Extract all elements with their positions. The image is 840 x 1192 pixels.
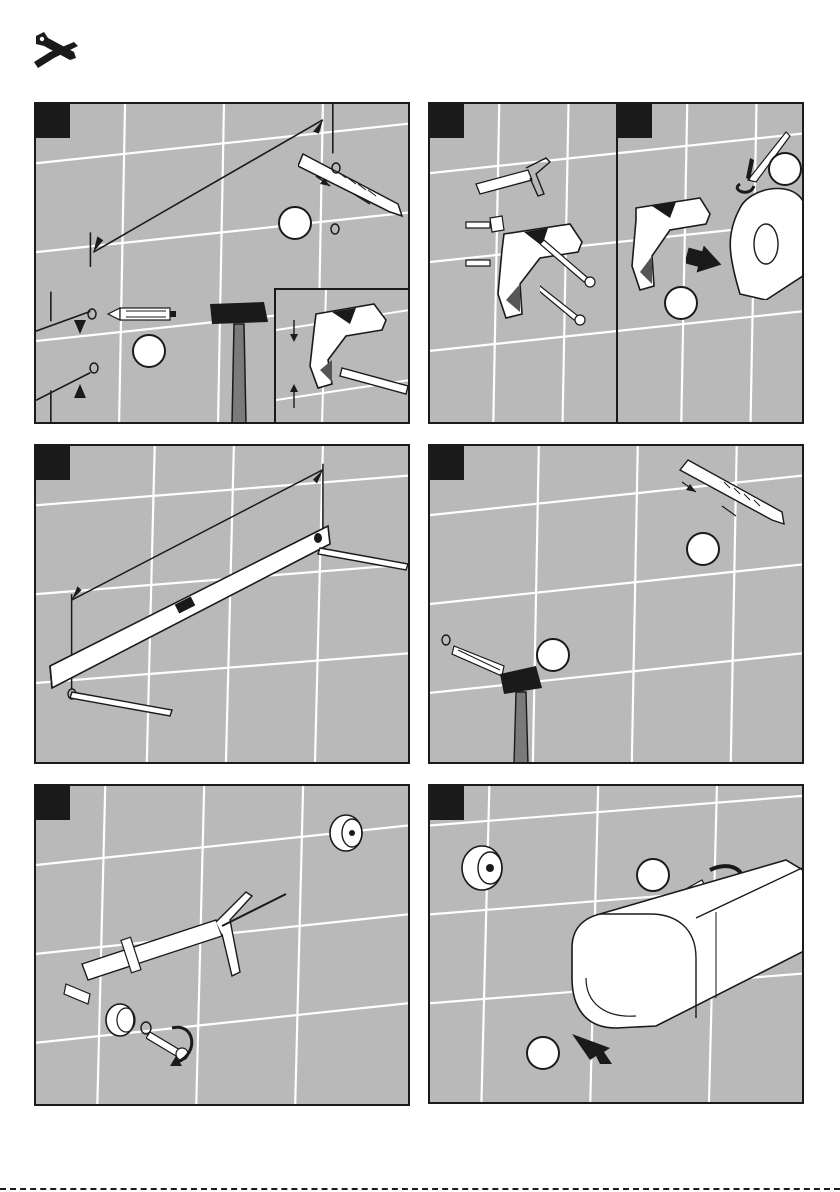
page-bottom-rule [0,1188,840,1190]
push-arrow-icon [686,246,722,276]
push-arrow-icon [570,1030,614,1068]
step-bubble [686,532,720,566]
hammer-icon [208,300,270,424]
bracket-icon [276,290,410,424]
step-bubble [526,1036,560,1070]
hex-key-icon [726,124,804,300]
step-tag [430,446,464,480]
panel-mount-rosette [34,784,410,1106]
sub-step-divider [616,104,618,422]
step-tag [36,104,70,138]
step-tag [430,104,464,138]
detail-inset [274,288,410,424]
drill-bit-icon [668,454,788,534]
grab-rail-icon [566,858,804,1038]
screw-icon [540,236,604,326]
step-bubble [768,152,802,186]
rosette-icon [326,812,368,854]
panel-drill-plug [428,444,804,764]
panel-attach-rail [428,784,804,1104]
tools-icon [30,30,82,70]
step-bubble [132,334,166,368]
step-tag [430,786,464,820]
spirit-level-icon [46,518,346,706]
hammer-icon [496,664,546,764]
wall-plug-icon [88,308,104,388]
step-bubble [278,206,312,240]
caulk-gun-icon [66,882,296,992]
step-tag [618,104,652,138]
panel-level-marking [34,444,410,764]
step-tag [36,786,70,820]
drill-bit-icon [298,142,408,222]
dimension-arrow-icon [72,290,88,410]
pencil-icon [316,542,410,572]
step-bubble [664,286,698,320]
panel-drill-holes [34,102,410,424]
panel-mount-brackets [428,102,804,424]
wall-plug-icon [328,222,342,236]
rotate-icon [164,1022,200,1068]
rosette-icon [460,842,510,894]
pencil-icon [66,684,176,720]
step-tag [36,446,70,480]
